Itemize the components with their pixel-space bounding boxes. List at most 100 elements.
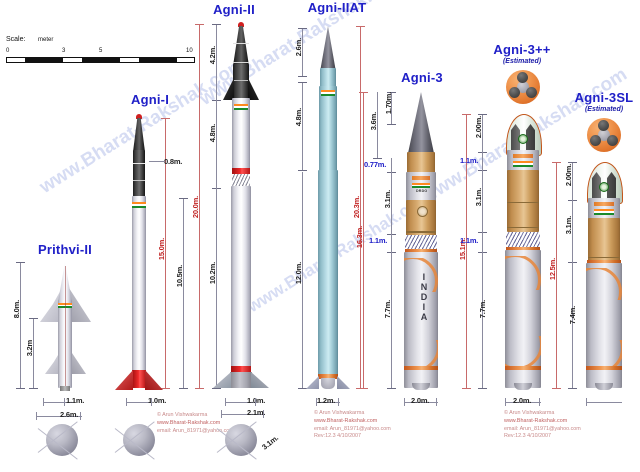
agni3-dim-rv-tick-top	[387, 92, 396, 93]
prithvi-fin-right-lower	[70, 350, 86, 374]
agni3-dim-total-line	[363, 92, 364, 388]
agni2at-dim-s1-tick-top	[298, 28, 307, 29]
agni3-dim-rv-tick-bot	[387, 124, 396, 125]
agni3sl-stage2-body	[588, 218, 620, 262]
agni2-aft-skirt	[230, 372, 252, 388]
agni3-swoosh-1	[404, 258, 438, 292]
prithvi-center-line	[64, 266, 66, 386]
agni3sl-dim-s1-tick-top	[568, 162, 577, 163]
prithvi-dim-dia1-label: 1.1m.	[66, 396, 85, 405]
agni2at-dim-s1-label: 2.6m.	[294, 38, 303, 57]
agni3pp-dim-s4-line	[482, 232, 483, 252]
agni1-nose-tip	[136, 114, 142, 119]
agni3sl-swoosh-1	[586, 268, 622, 300]
agni3-dim-s2-line	[391, 158, 392, 172]
credits-block-1: © Arun Vishwakarma www.Bharat-Rakshak.co…	[157, 412, 234, 435]
agni3-interstage-band	[405, 249, 437, 253]
agni2at-rv-section	[320, 68, 336, 90]
agni2-dim-s1-label: 4.2m.	[208, 46, 217, 65]
agni2at-dim-s3-label: 12.0m.	[294, 262, 303, 285]
agni2at-nozzle	[321, 378, 335, 389]
agni3-dim-dia-line	[404, 402, 438, 403]
scale-tick-5: 5	[99, 48, 103, 54]
agni2-dim-total-tick-top	[195, 24, 204, 25]
agni3pp-dim-dia-line	[505, 402, 541, 403]
agni2-dim-dia1-label: 1.0m.	[247, 396, 266, 405]
agni3sl-flag	[594, 209, 614, 215]
agni3-dim-s1-line	[377, 92, 378, 158]
agni3pp-dim-s1-label: 2.00m.	[474, 116, 483, 139]
agni2-dim-dia2-tick-l	[221, 410, 222, 418]
agni1-rv-band-1	[133, 163, 145, 165]
prithvi-dim-total-tick-bot	[16, 388, 25, 389]
agni2-dim-dia1-line	[225, 402, 257, 403]
agni3sl-orange-stripe	[594, 202, 614, 206]
prithvi-dim-s1-tick-top	[29, 318, 38, 319]
agni1-dim-total-tick-top	[161, 118, 170, 119]
agni2-dim-dia3-label: 3.1m.	[260, 433, 281, 452]
scale-tick-3: 3	[62, 48, 66, 54]
agni3pp-band-tan-2	[507, 227, 539, 229]
agni3pp-nozzle	[514, 383, 532, 390]
agni3sl-shroud-warhead-left	[592, 172, 601, 200]
prithvi-dim-total-line	[20, 262, 21, 388]
missile-agni-ii: Agni-II 20.0m. 4.2m. 4.8m. 10.2m.	[185, 0, 300, 472]
agni3-dim-s1-label: 3.6m.	[369, 112, 378, 131]
agni2at-dim-s1-tick-bot	[298, 76, 307, 77]
agni3-emblem-icon	[417, 206, 428, 217]
agni2at-aft-band	[318, 374, 338, 379]
agni3sl-dim-total-tick-top	[552, 162, 561, 163]
prithvi-cross-section	[46, 424, 78, 456]
prithvi-dim-dia2-line	[36, 416, 82, 417]
agni2at-dim-dia-line	[316, 402, 340, 403]
agni2at-dim-total-line	[360, 26, 361, 388]
scale-tick-0: 0	[6, 48, 10, 54]
missile-agni-i: Agni-I 15.0m. 10.5m. 0.8m. 1.0m.	[105, 0, 234, 472]
agni3pp-swoosh-1	[505, 256, 541, 290]
agni3-body-text: INDIA	[418, 272, 429, 322]
agni2at-fin-right	[337, 376, 350, 389]
credits-block-3: © Arun Vishwakarma www.Bharat-Rakshak.co…	[504, 410, 581, 441]
missile-title-agni-3sl: Agni-3SL	[574, 90, 634, 105]
agni2at-dim-dia-label: 1.2m.	[317, 396, 336, 405]
missile-title-agni-ii: Agni-II	[213, 2, 255, 17]
agni2-dim-dia2-line	[221, 414, 265, 415]
agni2-dim-dia2-tick-r	[263, 410, 264, 418]
agni3sl-mirv-warhead-3	[607, 135, 618, 146]
agni1-cross-section	[123, 424, 155, 456]
prithvi-dim-total-tick-top	[16, 262, 25, 263]
agni1-nose-cone	[133, 118, 145, 152]
agni2-interstage-band	[232, 168, 250, 174]
missile-agni-iiat: Agni-IIAT 20.3m. 2.6m. 4.8m. 12.0m.	[288, 0, 398, 472]
agni3pp-swoosh-2	[505, 336, 541, 368]
credit-line-1: © Arun Vishwakarma	[157, 412, 208, 418]
missile-prithvi-ii: Prithvi-II 8.0m. 3.2m 1.1m. 2.6m.	[0, 0, 120, 472]
agni3pp-flag	[513, 161, 533, 167]
agni1-dim-total-tick-bot	[161, 388, 170, 389]
agni3-dim-rv-line	[391, 92, 392, 124]
scale-ruler-seg-2	[82, 58, 120, 62]
prithvi-dim-dia1-tick-l	[43, 398, 44, 406]
credit3-line-3: email: Arun_81971@yahoo.com	[504, 425, 581, 432]
missile-agni-3: Agni-3 16.3m. 1.70m. 3.6m. 0.77m. 3.1m. …	[355, 0, 490, 472]
agni2-dim-s2-line	[216, 100, 217, 188]
agni3pp-dim-s4-label: 1.1m.	[460, 236, 479, 245]
credit3-line-1: © Arun Vishwakarma	[504, 410, 555, 416]
missile-agni-3pp: Agni-3++ (Estimated) 15.1m. 2.00m. 1.1m.…	[458, 0, 581, 472]
agni3sl-dim-s2-label: 3.1m.	[564, 216, 573, 235]
agni1-aft-band	[132, 370, 146, 388]
missile-agni-3sl: Agni-3SL (Estimated) 12.5m. 2.00m. 3.1m.…	[548, 0, 640, 472]
agni2-dim-dia1-tick-l	[225, 398, 226, 406]
agni2at-dim-s2-tick-top	[298, 82, 307, 83]
agni2-fin-right	[251, 372, 269, 388]
agni2-flag	[234, 104, 248, 110]
agni3pp-dim-s5-line	[482, 252, 483, 388]
agni3pp-stage2-body	[507, 170, 539, 232]
agni3pp-dim-s5-tick-bot	[478, 388, 487, 389]
agni3pp-dim-s3-label: 3.1m.	[474, 188, 483, 207]
agni3-dim-s3-line	[391, 172, 392, 234]
agni3-dim-s3-label: 3.1m.	[383, 190, 392, 209]
agni2-dim-s3-line	[216, 188, 217, 388]
prithvi-dim-dia2-tick-l	[36, 412, 37, 420]
agni2at-dim-dia-tick-r	[338, 398, 339, 406]
